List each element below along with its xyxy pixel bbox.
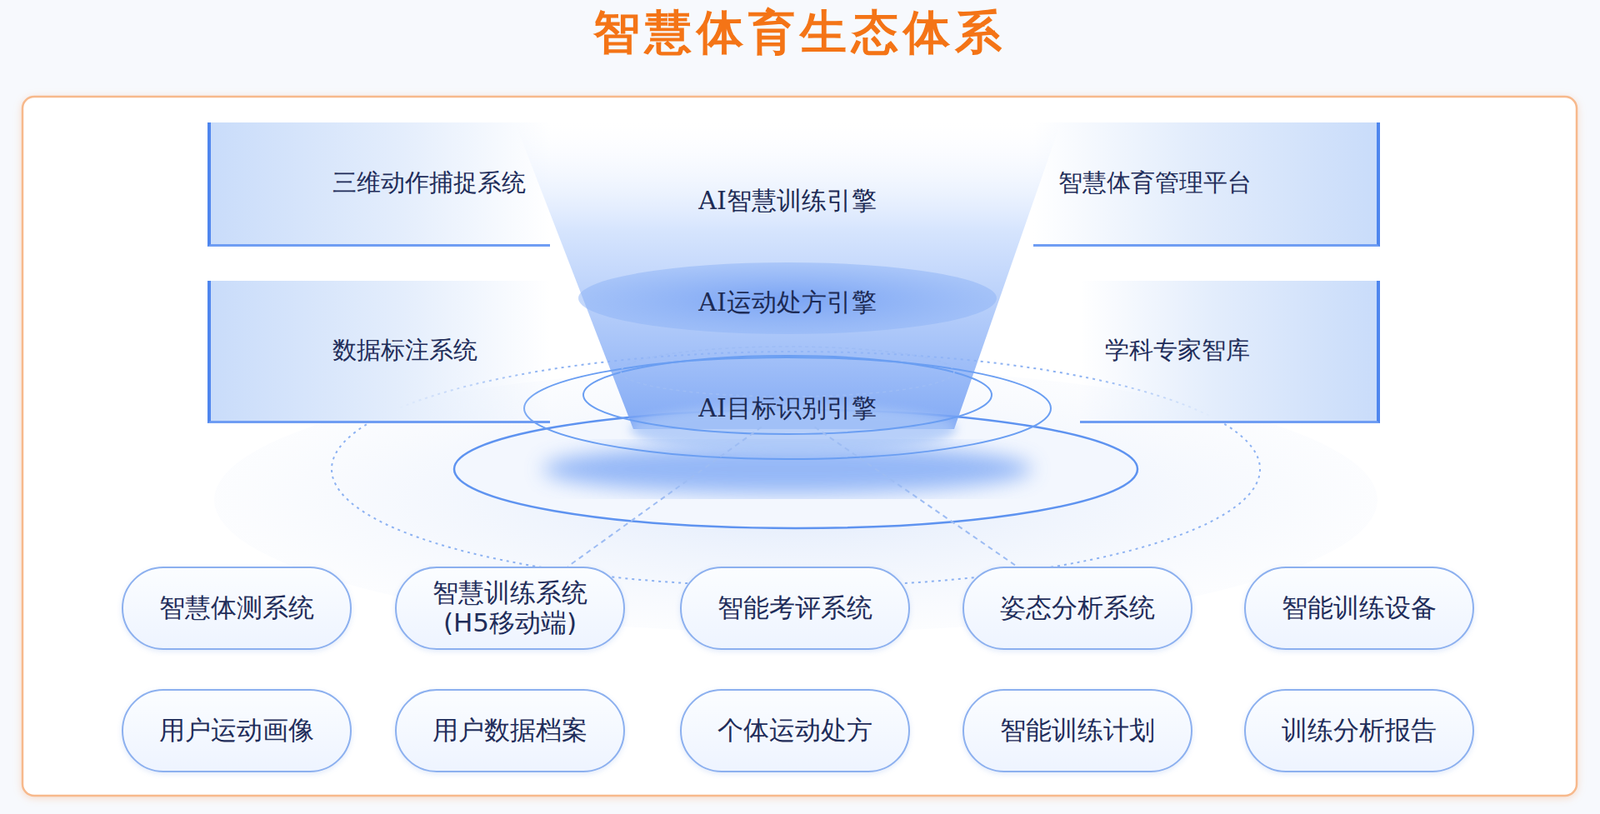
system-pill: 智能考评系统 — [680, 566, 910, 650]
node-label: 训练分析报告 — [1281, 715, 1437, 746]
node-label: AI运动处方引擎 — [698, 285, 877, 320]
node-label: 智慧体育管理平台 — [1058, 166, 1252, 200]
side-panel: 数据标注系统 — [207, 280, 550, 424]
node-label: AI目标识别引擎 — [698, 391, 877, 426]
dashed-connector — [815, 427, 1018, 568]
node-label: 智慧训练系统 (H5移动端) — [410, 578, 610, 638]
ring — [583, 355, 992, 435]
side-panel: 学科专家智库 — [1080, 280, 1380, 424]
system-pill: 姿态分析系统 — [962, 566, 1193, 650]
node-label: 三维动作捕捉系统 — [332, 166, 526, 200]
system-pill: 智慧体测系统 — [121, 566, 352, 650]
dashed-connector — [567, 427, 761, 568]
title: 智慧体育生态体系 — [0, 1, 1600, 65]
node-label: 姿态分析系统 — [1000, 593, 1155, 624]
system-pill: 智能训练设备 — [1244, 566, 1475, 650]
system-pill: 训练分析报告 — [1244, 689, 1475, 773]
node-label: 用户数据档案 — [432, 715, 588, 746]
funnel — [515, 122, 1061, 430]
node-label: 数据标注系统 — [332, 334, 478, 368]
funnel-layer — [578, 262, 997, 335]
ring — [620, 346, 955, 397]
ring — [524, 357, 1051, 460]
side-panel: 三维动作捕捉系统 — [207, 122, 550, 247]
engine-layer: AI目标识别引擎 — [693, 390, 882, 428]
system-pill: 用户数据档案 — [395, 689, 625, 773]
system-pill: 个体运动处方 — [680, 689, 910, 773]
node-label: 学科专家智库 — [1105, 334, 1250, 368]
engine-layer: AI运动处方引擎 — [693, 284, 882, 322]
side-panel: 智慧体育管理平台 — [1033, 122, 1380, 247]
node-label: 智能训练设备 — [1281, 593, 1437, 624]
node-label: 智慧体测系统 — [159, 593, 315, 624]
node-label: AI智慧训练引擎 — [698, 184, 877, 219]
engine-layer: AI智慧训练引擎 — [693, 182, 882, 220]
node-label: 用户运动画像 — [159, 715, 315, 746]
system-pill: 用户运动画像 — [121, 689, 352, 773]
node-label: 智能考评系统 — [717, 593, 873, 624]
node-label: 个体运动处方 — [717, 715, 873, 746]
system-pill: 智能训练计划 — [962, 689, 1193, 773]
node-label: 智能训练计划 — [1000, 715, 1155, 746]
system-pill: 智慧训练系统 (H5移动端) — [395, 566, 625, 650]
outer-panel — [22, 96, 1577, 796]
